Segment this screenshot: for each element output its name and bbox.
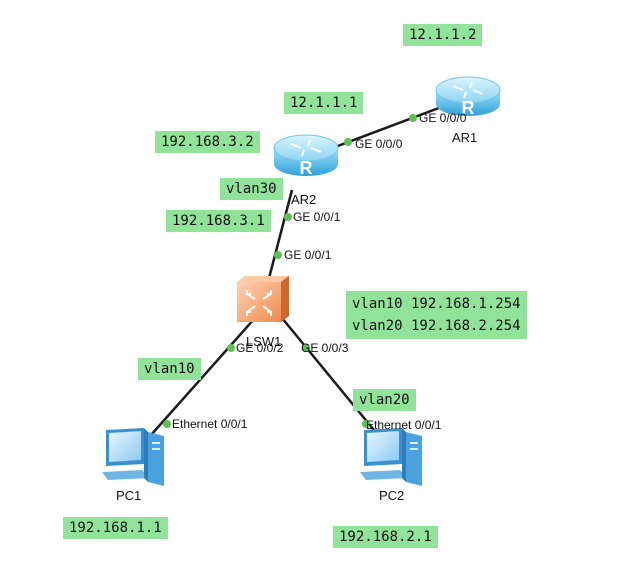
tag-pc2-ip: 192.168.2.1 bbox=[333, 526, 438, 548]
device-label-ar1: AR1 bbox=[452, 130, 478, 145]
router-ar2-icon[interactable]: R bbox=[273, 134, 339, 178]
port-dot-ar1-ge000 bbox=[409, 114, 417, 122]
switch-lsw1-icon[interactable] bbox=[237, 276, 289, 322]
port-label-ar2-ge000: GE 0/0/0 bbox=[355, 137, 403, 151]
port-dot-ar2-ge001 bbox=[284, 213, 292, 221]
device-label-pc2: PC2 bbox=[379, 488, 405, 503]
port-dots bbox=[163, 114, 417, 428]
router-ar1-icon[interactable]: R bbox=[435, 76, 501, 118]
port-dot-lsw1-ge003 bbox=[302, 344, 310, 352]
link-ar2-lsw1 bbox=[266, 189, 294, 283]
tag-vlanif-line1: vlan10 192.168.1.254 bbox=[352, 296, 521, 312]
device-label-pc1: PC1 bbox=[116, 488, 142, 503]
tag-lsw1-vlan30-ip: 192.168.3.1 bbox=[166, 210, 271, 232]
port-dot-ar2-ge000 bbox=[344, 138, 352, 146]
link-lsw1-pc2 bbox=[281, 317, 379, 436]
pc2-icon[interactable] bbox=[360, 428, 422, 486]
port-label-ar2-ge001: GE 0/0/1 bbox=[293, 210, 341, 224]
svg-text:R: R bbox=[462, 98, 475, 118]
port-label-lsw1-ge001: GE 0/0/1 bbox=[284, 248, 332, 262]
tag-vlan30: vlan30 bbox=[220, 178, 283, 200]
port-dot-pc1-eth bbox=[163, 420, 171, 428]
tag-ar1-ip: 12.1.1.2 bbox=[403, 24, 483, 46]
port-dot-lsw1-ge001 bbox=[274, 251, 282, 259]
port-label-pc1-eth: Ethernet 0/0/1 bbox=[172, 417, 248, 431]
port-label-pc2-eth: Ethernet 0/0/1 bbox=[366, 418, 442, 432]
tag-ar2-vlan30-ip: 192.168.3.2 bbox=[155, 131, 260, 153]
device-label-ar2: AR2 bbox=[291, 192, 317, 207]
tag-pc1-ip: 192.168.1.1 bbox=[63, 517, 168, 539]
tag-vlan20: vlan20 bbox=[353, 389, 416, 411]
port-dot-pc2-eth bbox=[362, 420, 370, 428]
port-label-lsw1-ge003: GE 0/0/3 bbox=[301, 341, 349, 355]
tag-vlan10: vlan10 bbox=[138, 358, 201, 380]
port-label-ar1-ge000: GE 0/0/0 bbox=[419, 111, 467, 125]
tag-vlanif-block: vlan10 192.168.1.254 vlan20 192.168.2.25… bbox=[346, 291, 527, 339]
port-label-lsw1-ge002: GE 0/0/2 bbox=[236, 341, 284, 355]
svg-text:R: R bbox=[300, 158, 313, 178]
pc1-icon[interactable] bbox=[102, 428, 164, 486]
device-label-lsw1: LSW1 bbox=[246, 334, 282, 349]
port-dot-lsw1-ge002 bbox=[227, 344, 235, 352]
tag-ar2-wan-ip: 12.1.1.1 bbox=[284, 92, 364, 114]
link-lsw1-pc1 bbox=[150, 317, 256, 436]
tag-vlanif-line2: vlan20 192.168.2.254 bbox=[352, 318, 521, 334]
